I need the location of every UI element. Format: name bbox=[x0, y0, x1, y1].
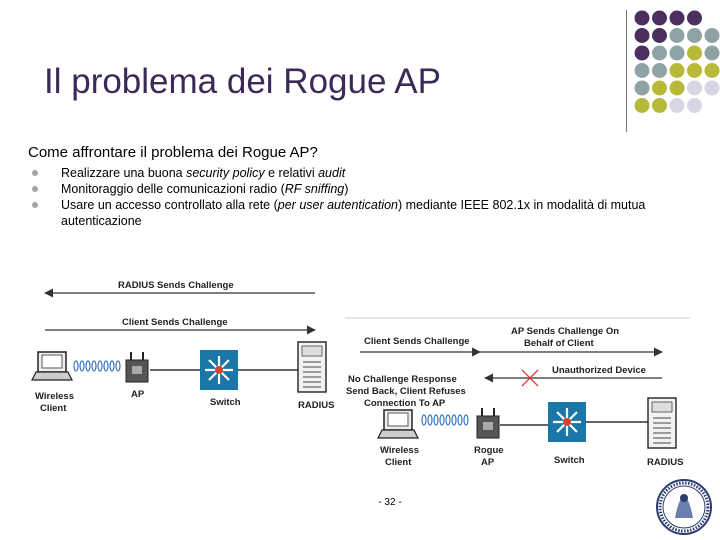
decorative-dot bbox=[669, 98, 685, 113]
bullet-list: Realizzare una buona security policy e r… bbox=[28, 165, 698, 229]
left-client-challenge-label: Client Sends Challenge bbox=[122, 317, 228, 328]
left-radius-icon bbox=[297, 341, 327, 393]
left-switch-icon bbox=[198, 348, 240, 392]
bullet-text-run: security policy bbox=[186, 166, 265, 180]
decorative-dot bbox=[704, 63, 720, 78]
right-client-label-1: Wireless bbox=[380, 445, 419, 456]
bullet-text-run: Usare un accesso controllato alla rete ( bbox=[61, 198, 278, 212]
slide-title: Il problema dei Rogue AP bbox=[44, 62, 441, 101]
right-rogue-label-1: Rogue bbox=[474, 445, 504, 456]
bullet-text-run: per user autentication bbox=[277, 198, 398, 212]
bullet-text-run: ) bbox=[344, 182, 349, 196]
bullet-item: Realizzare una buona security policy e r… bbox=[28, 165, 698, 181]
decorative-dot bbox=[669, 45, 685, 61]
decorative-dot-grid bbox=[634, 10, 720, 113]
right-ap-challenge-label-2: Behalf of Client bbox=[524, 338, 595, 349]
right-ap-challenge-label-1: AP Sends Challenge On bbox=[511, 326, 619, 337]
decorative-dot bbox=[687, 10, 702, 26]
left-client-label-2: Client bbox=[40, 403, 67, 414]
title-divider bbox=[626, 10, 627, 132]
bullet-text-run: Realizzare una buona bbox=[61, 166, 187, 180]
decorative-dot bbox=[652, 98, 667, 113]
rogue-ap-diagram: RADIUS Sends Challenge Client Sends Chal… bbox=[31, 280, 690, 468]
decorative-dot bbox=[687, 28, 702, 43]
decorative-dot bbox=[634, 80, 650, 96]
page-number: - 32 - bbox=[378, 497, 402, 508]
bullet-dot-icon bbox=[32, 186, 38, 192]
left-radius-label: RADIUS bbox=[298, 400, 334, 411]
decorative-dot bbox=[669, 28, 685, 43]
bullet-text-run: audit bbox=[318, 166, 346, 180]
bullet-dot-icon bbox=[32, 202, 38, 208]
right-radius-label: RADIUS bbox=[647, 457, 683, 468]
bullet-text-run: RF sniffing bbox=[284, 182, 345, 196]
left-client-label-1: Wireless bbox=[35, 391, 74, 402]
decorative-dot bbox=[704, 80, 720, 96]
bullet-text-run: Monitoraggio delle comunicazioni radio ( bbox=[61, 182, 285, 196]
decorative-dot bbox=[669, 10, 685, 26]
university-seal-icon bbox=[656, 479, 712, 535]
right-switch-icon bbox=[546, 400, 588, 444]
right-unauthorized-label: Unauthorized Device bbox=[552, 365, 646, 376]
right-response-line-2: Send Back, Client Refuses bbox=[346, 386, 466, 397]
decorative-dot bbox=[634, 98, 650, 113]
decorative-dot bbox=[687, 45, 702, 61]
decorative-dot bbox=[634, 28, 650, 43]
decorative-dot bbox=[652, 63, 667, 78]
question-text: Come affrontare il problema dei Rogue AP… bbox=[28, 144, 318, 161]
decorative-dot bbox=[652, 28, 667, 43]
left-radius-challenge-label: RADIUS Sends Challenge bbox=[118, 280, 234, 291]
right-client-challenge-label: Client Sends Challenge bbox=[364, 336, 470, 347]
decorative-dot bbox=[687, 80, 702, 96]
bullet-text-run: ) mediante IEEE 802.1x in modalità di mu… bbox=[61, 198, 646, 228]
right-wave-icon bbox=[421, 414, 469, 426]
decorative-dot bbox=[634, 10, 650, 26]
decorative-dot bbox=[652, 45, 667, 61]
left-ap-label: AP bbox=[131, 389, 145, 400]
right-switch-label: Switch bbox=[554, 455, 585, 466]
left-laptop-icon bbox=[31, 351, 73, 381]
left-switch-label: Switch bbox=[210, 397, 241, 408]
bullet-dot-icon bbox=[32, 170, 38, 176]
right-response-line-3: Connection To AP bbox=[364, 398, 446, 409]
decorative-dot bbox=[704, 28, 720, 43]
blocked-cross-icon bbox=[521, 369, 539, 387]
bullet-item: Monitoraggio delle comunicazioni radio (… bbox=[28, 181, 698, 197]
right-client-label-2: Client bbox=[385, 457, 412, 468]
right-rogue-label-2: AP bbox=[481, 457, 495, 468]
decorative-dot bbox=[704, 45, 720, 61]
left-ap-icon bbox=[125, 351, 149, 383]
right-laptop-icon bbox=[377, 409, 419, 439]
right-radius-icon bbox=[647, 397, 677, 449]
decorative-dot bbox=[687, 98, 702, 113]
decorative-dot bbox=[669, 80, 685, 96]
decorative-dot bbox=[669, 63, 685, 78]
decorative-dot bbox=[652, 10, 667, 26]
right-response-line-1: No Challenge Response bbox=[348, 374, 457, 385]
decorative-dot bbox=[634, 45, 650, 61]
decorative-dot bbox=[687, 63, 702, 78]
left-wave-icon bbox=[73, 360, 121, 372]
right-rogue-ap-icon bbox=[476, 407, 500, 439]
decorative-dot bbox=[652, 80, 667, 96]
bullet-item: Usare un accesso controllato alla rete (… bbox=[28, 197, 698, 229]
decorative-dot bbox=[634, 63, 650, 78]
bullet-text-run: e relativi bbox=[264, 166, 319, 180]
